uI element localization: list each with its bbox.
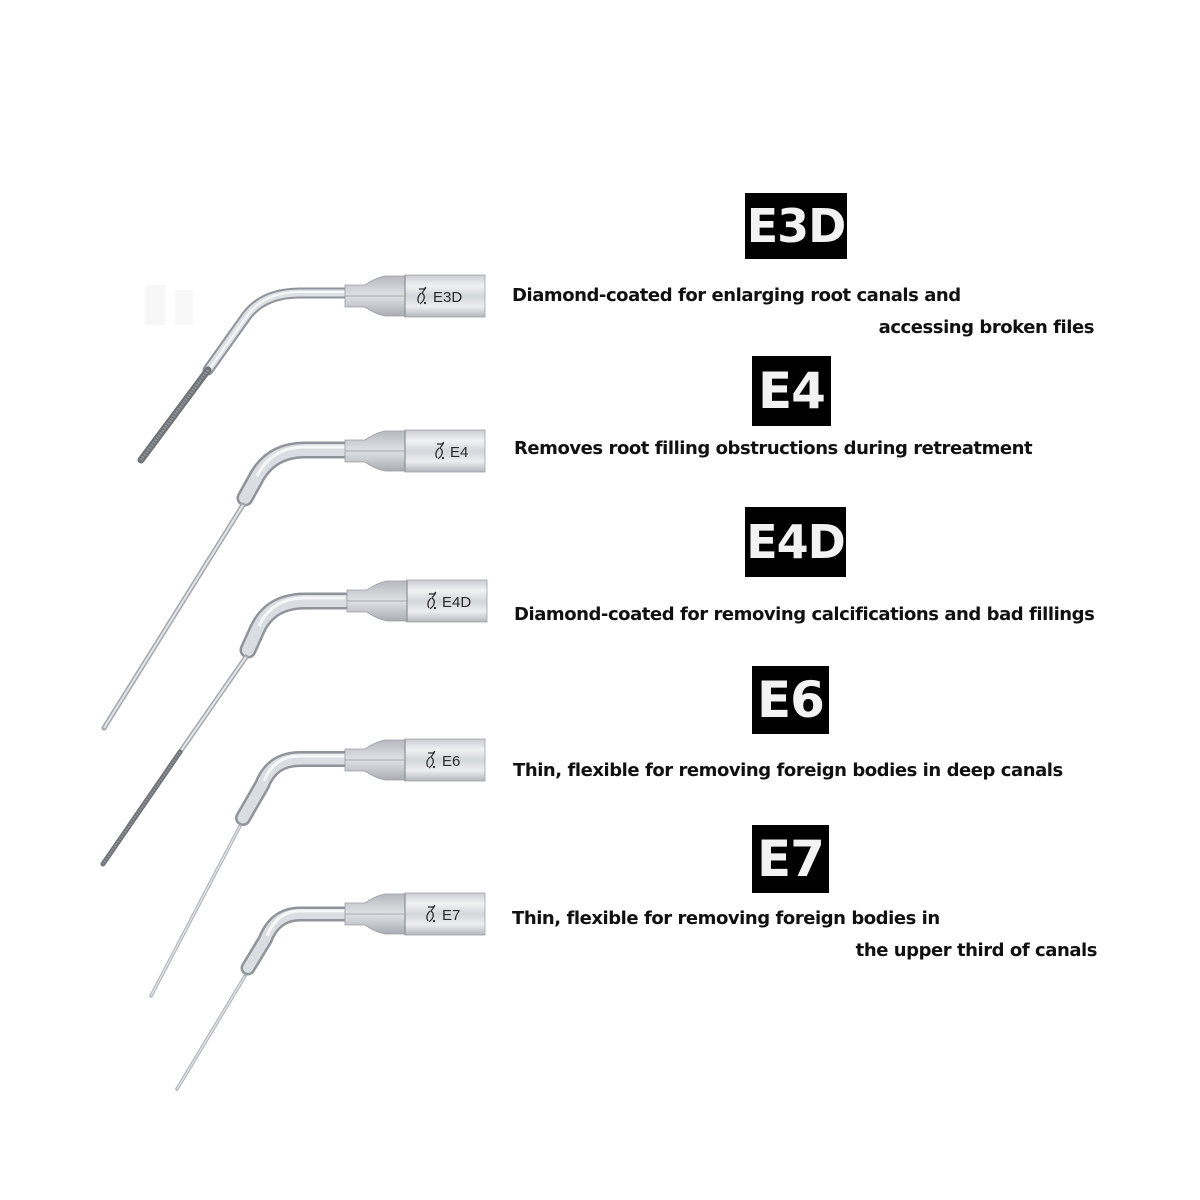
tip-e6-illustration: E6 bbox=[149, 738, 486, 998]
tip-e3d-engraving: E3D bbox=[433, 289, 462, 306]
tip-e4-engraving: E4 bbox=[450, 444, 468, 461]
model-badge-e4: E4 bbox=[752, 356, 831, 426]
description-e3d-line-1: Diamond-coated for enlarging root canals… bbox=[512, 285, 961, 306]
description-e4: Removes root filling obstructions during… bbox=[514, 438, 1033, 459]
description-e3d-line-2: accessing broken files bbox=[878, 317, 1095, 338]
model-badge-e3d: E3D bbox=[745, 193, 847, 259]
description-e7-line-2: the upper third of canals bbox=[855, 940, 1098, 961]
tip-e3d-illustration: E3D bbox=[137, 274, 486, 464]
tip-e4d-engraving: E4D bbox=[442, 594, 471, 611]
model-badge-e4d: E4D bbox=[745, 507, 846, 577]
tip-e7-engraving: E7 bbox=[442, 907, 460, 924]
model-badge-e6: E6 bbox=[752, 666, 829, 734]
model-badge-e7: E7 bbox=[752, 825, 829, 893]
tip-e4-illustration: E4 bbox=[101, 429, 486, 731]
tip-e6-engraving: E6 bbox=[442, 753, 460, 770]
description-e6: Thin, flexible for removing foreign bodi… bbox=[513, 760, 1063, 781]
tip-e7-illustration: E7 bbox=[175, 892, 486, 1091]
description-e7-line-1: Thin, flexible for removing foreign bodi… bbox=[512, 908, 940, 929]
description-e4d: Diamond-coated for removing calcificatio… bbox=[514, 604, 1095, 625]
tip-e4d-illustration: E4D bbox=[100, 579, 488, 867]
